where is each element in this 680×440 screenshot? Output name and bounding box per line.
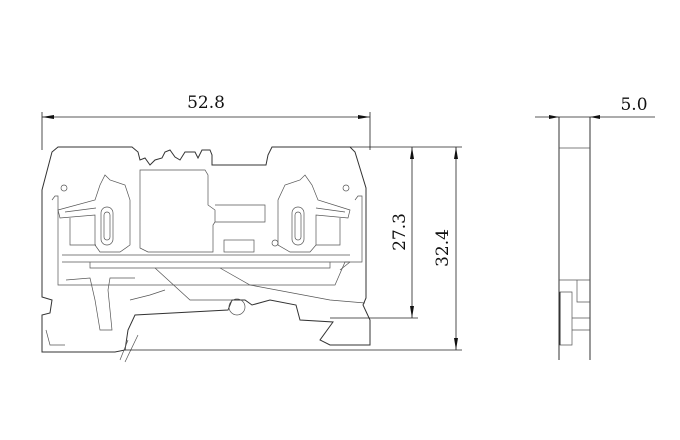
side-view [558,117,591,360]
spring-slot-right [291,206,305,246]
spring-slot-left [100,206,114,246]
dimension-width-label: 52.8 [187,93,225,113]
dimension-height-rail-label: 27.3 [390,213,410,251]
dimension-thickness-label: 5.0 [620,95,647,115]
rail-hole [228,298,246,316]
test-hole-right [342,184,350,192]
dimension-thickness [535,115,655,119]
inner-frame [51,195,363,286]
center-insert [223,239,255,253]
front-view [41,146,371,363]
dimension-height-rail [330,146,462,319]
test-hole-left [60,184,68,192]
dimension-total-height [125,147,462,351]
base-line [62,254,350,269]
rail-foot [45,261,366,346]
right-clamp [271,174,351,253]
dimension-width [41,112,371,150]
body-outline [41,146,371,353]
center-channel [139,169,266,253]
left-clamp [57,174,131,253]
dimension-total-height-label: 32.4 [433,229,453,267]
